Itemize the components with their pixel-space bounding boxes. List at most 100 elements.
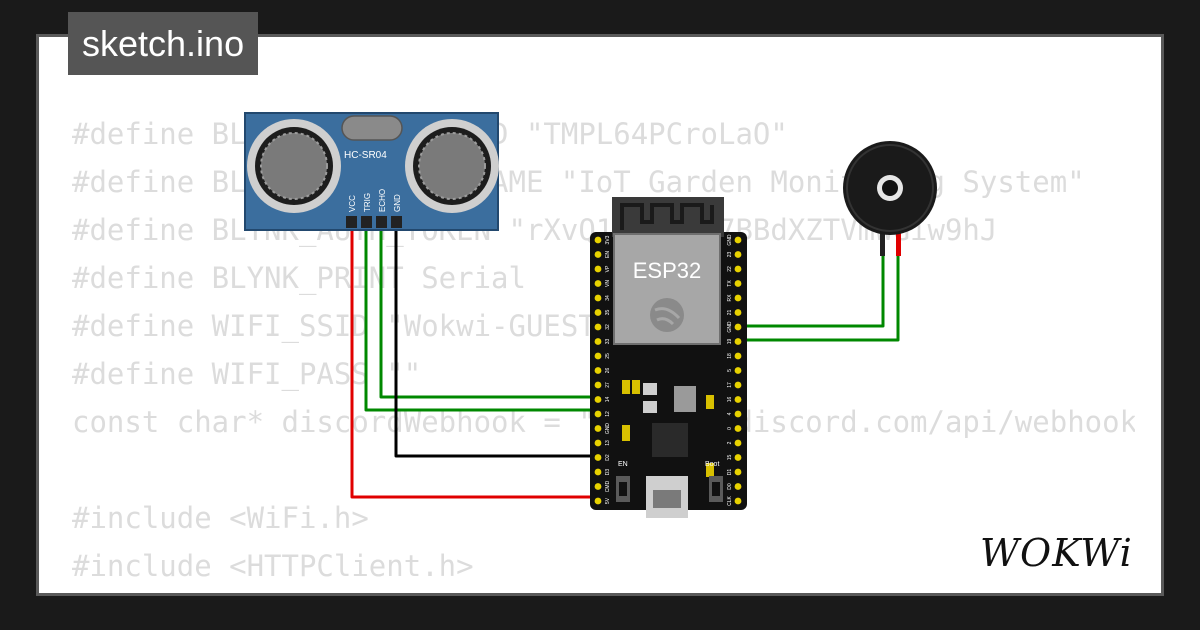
right-pin-16[interactable]: [734, 468, 742, 476]
right-pin-label: 2: [727, 441, 733, 444]
right-pin-12[interactable]: [734, 410, 742, 418]
left-pin-17[interactable]: [594, 483, 602, 490]
right-pin-15[interactable]: [734, 454, 742, 461]
right-pin-8[interactable]: [734, 352, 742, 360]
right-pin-4[interactable]: [734, 294, 742, 302]
sensor-pin-vcc: VCC: [348, 195, 357, 212]
boot-button-label: Boot: [705, 461, 719, 468]
left-pin-9[interactable]: [594, 367, 602, 374]
left-pin-label: 35: [605, 310, 611, 316]
wires: [350, 228, 900, 499]
left-pin-label: D2: [605, 454, 611, 461]
left-pin-label: 13: [605, 440, 611, 446]
right-pin-2[interactable]: [734, 265, 742, 273]
sensor-model-label: HC-SR04: [344, 150, 387, 161]
left-pin-label: 12: [605, 411, 611, 417]
right-pin-label: 19: [727, 339, 733, 345]
wire-echo-green[interactable]: [379, 228, 598, 399]
left-pin-label: 27: [605, 382, 611, 388]
left-pin-12[interactable]: [594, 410, 602, 418]
left-pin-label: 26: [605, 368, 611, 374]
left-pin-7[interactable]: [594, 338, 602, 345]
right-pin-10[interactable]: [734, 381, 742, 389]
left-pin-1[interactable]: [594, 251, 602, 258]
left-pin-header: 3V3ENVPVN343532332526271412GND13D2D3CMD5…: [594, 235, 611, 505]
wokwi-logo-text: WOKWi: [980, 531, 1133, 575]
right-pin-label: GND: [727, 321, 733, 333]
espressif-icon: [650, 298, 684, 332]
wire-buzzer-pin1-green[interactable]: [738, 240, 885, 328]
wire-gnd-black[interactable]: [394, 228, 598, 458]
right-pin-label: 22: [727, 266, 733, 272]
right-pin-label: 16: [727, 397, 733, 403]
buzzer[interactable]: [843, 141, 937, 256]
right-pin-label: CLK: [727, 495, 733, 505]
right-pin-13[interactable]: [734, 425, 742, 432]
left-pin-label: D3: [605, 469, 611, 476]
left-pin-2[interactable]: [594, 265, 602, 273]
right-pin-label: 21: [727, 310, 733, 316]
left-pin-10[interactable]: [594, 381, 602, 389]
left-pin-label: EN: [605, 251, 611, 258]
sensor-pin-gnd: GND: [393, 194, 402, 212]
left-pin-label: 34: [605, 295, 611, 301]
right-pin-9[interactable]: [734, 367, 742, 374]
wokwi-logo: WOKWi: [980, 531, 1133, 575]
left-pin-label: 25: [605, 353, 611, 359]
file-tab[interactable]: sketch.ino: [68, 12, 259, 75]
left-pin-16[interactable]: [594, 468, 602, 476]
hc-sr04-sensor[interactable]: HC-SR04 VCC TRIG ECHO GND: [244, 112, 499, 231]
right-transducer: [405, 119, 499, 213]
left-transducer: [247, 119, 341, 213]
left-pin-label: GND: [605, 423, 611, 435]
left-pin-3[interactable]: [594, 280, 602, 287]
left-pin-4[interactable]: [594, 294, 602, 302]
right-pin-label: 5: [727, 369, 733, 372]
left-pin-label: VP: [605, 265, 611, 272]
right-pin-7[interactable]: [734, 338, 742, 345]
left-pin-6[interactable]: [594, 323, 602, 331]
left-pin-label: 33: [605, 339, 611, 345]
file-tab-label: sketch.ino: [82, 23, 245, 64]
right-pin-label: D1: [727, 469, 733, 476]
left-pin-0[interactable]: [594, 236, 602, 244]
right-pin-1[interactable]: [734, 251, 742, 258]
right-pin-label: GND: [727, 234, 733, 246]
right-pin-14[interactable]: [734, 439, 742, 447]
left-pin-18[interactable]: [594, 497, 602, 505]
right-pin-label: 23: [727, 252, 733, 258]
right-pin-label: 17: [727, 382, 733, 388]
code-line: #define BLYNK_PRINT Serial: [72, 261, 526, 295]
sensor-pin-trig: TRIG: [363, 193, 372, 212]
left-pin-14[interactable]: [594, 439, 602, 447]
code-line: #include <HTTPClient.h>: [72, 549, 474, 583]
right-pin-label: D0: [727, 483, 733, 490]
left-pin-15[interactable]: [594, 454, 602, 461]
right-pin-6[interactable]: [734, 323, 742, 331]
right-pin-18[interactable]: [734, 497, 742, 505]
code-line: #define WIFI_PASS "": [72, 357, 422, 391]
esp32-board[interactable]: ESP32 EN Boot 3V3ENVPVN34353233252627141…: [590, 197, 747, 518]
right-pin-label: 0: [727, 427, 733, 430]
left-pin-5[interactable]: [594, 309, 602, 316]
right-pin-17[interactable]: [734, 483, 742, 490]
left-pin-label: 32: [605, 324, 611, 330]
sensor-pin-echo: ECHO: [378, 189, 387, 212]
left-pin-label: 14: [605, 397, 611, 403]
wire-trig-green[interactable]: [364, 228, 598, 412]
board-name-label: ESP32: [633, 258, 702, 283]
left-pin-8[interactable]: [594, 352, 602, 360]
left-pin-label: 5V: [605, 497, 611, 504]
right-pin-11[interactable]: [734, 396, 742, 403]
left-pin-label: VN: [605, 280, 611, 287]
left-pin-13[interactable]: [594, 425, 602, 432]
right-pin-0[interactable]: [734, 236, 742, 244]
right-pin-label: 4: [727, 412, 733, 415]
right-pin-5[interactable]: [734, 309, 742, 316]
right-pin-3[interactable]: [734, 280, 742, 287]
wire-vcc-red[interactable]: [350, 228, 598, 499]
wire-buzzer-pin2-green[interactable]: [738, 240, 900, 342]
left-pin-11[interactable]: [594, 396, 602, 403]
code-line: #define WIFI_SSID "Wokwi-GUEST": [72, 309, 614, 343]
